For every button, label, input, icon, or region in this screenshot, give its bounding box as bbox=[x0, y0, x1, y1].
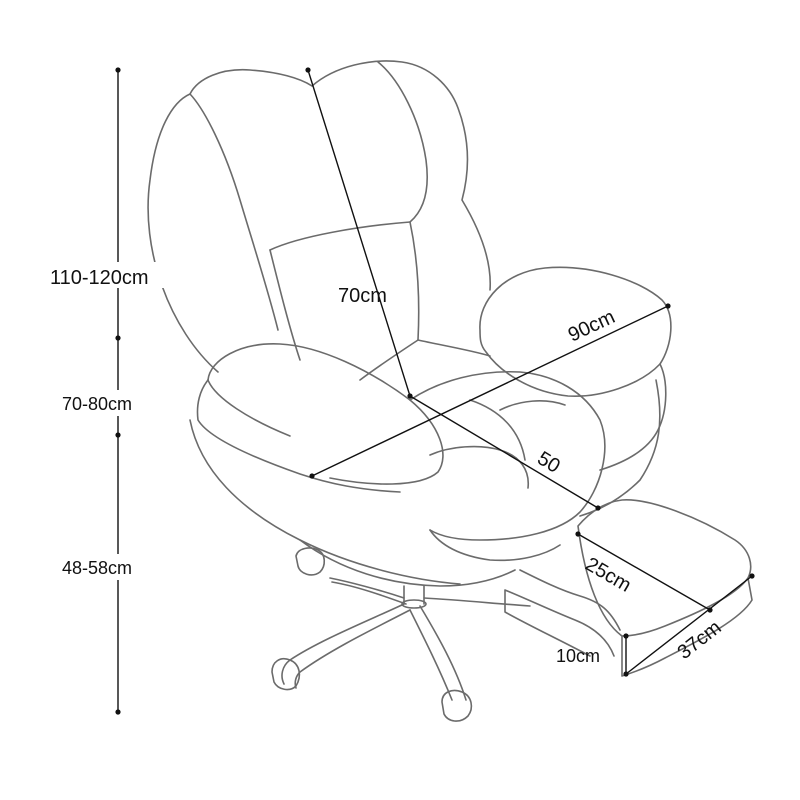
seat-width-line bbox=[311, 305, 669, 477]
footrest-width-label: 37cm bbox=[674, 616, 726, 663]
chair-drawing bbox=[147, 60, 753, 722]
chair-underbody bbox=[299, 539, 516, 587]
cylinder-cap bbox=[401, 599, 427, 609]
backrest-outline bbox=[147, 60, 491, 373]
seat-width-label: 90cm bbox=[565, 306, 619, 347]
backrest-seam-right bbox=[377, 61, 429, 223]
base-leg-front bbox=[409, 605, 467, 701]
armrest-left-edge bbox=[207, 379, 291, 437]
backrest-height-label: 70cm bbox=[338, 285, 387, 307]
footrest-front bbox=[621, 577, 753, 677]
footrest-length-end-dot bbox=[707, 607, 713, 613]
footrest-length-line bbox=[577, 533, 711, 611]
seat-cushion bbox=[409, 370, 606, 541]
total-height-label-bg bbox=[48, 262, 188, 288]
backrest-height-top-dot bbox=[305, 67, 311, 73]
armrest-left-front bbox=[196, 379, 401, 493]
seat-depth-end-dot bbox=[595, 505, 601, 511]
seat-seam-3 bbox=[499, 400, 566, 411]
footrest-length-label: 25cm bbox=[582, 553, 635, 597]
total-height-label: 110-120cm bbox=[50, 267, 149, 289]
footrest-thickness-label: 10cm bbox=[556, 646, 600, 666]
footrest-thickness-top-dot bbox=[623, 633, 629, 639]
footrest-width-line bbox=[625, 575, 753, 675]
base-leg-left bbox=[281, 603, 405, 685]
armrest-height-top-dot bbox=[115, 335, 121, 341]
armrest-height-label: 70-80cm bbox=[62, 394, 132, 414]
seat-depth-line bbox=[409, 395, 599, 509]
seat-front-lip bbox=[429, 529, 561, 562]
seat-seam-2 bbox=[469, 399, 526, 461]
seat-width-right-dot bbox=[665, 303, 671, 309]
backrest-head-panel bbox=[269, 221, 420, 381]
backrest-height-line bbox=[307, 69, 411, 397]
base-leg-left-lower bbox=[294, 609, 411, 689]
caster-left bbox=[271, 657, 301, 691]
seat-depth-label: 50 bbox=[533, 447, 563, 477]
caster-front bbox=[441, 689, 473, 722]
lumbar-right bbox=[417, 339, 491, 357]
seat-height-label-bg bbox=[60, 554, 180, 580]
total-height-top-dot bbox=[115, 67, 121, 73]
footrest-width-end-dot bbox=[749, 573, 755, 579]
backrest-seam-left bbox=[189, 93, 279, 331]
seat-width-left-dot bbox=[309, 473, 315, 479]
footrest-length-start-dot bbox=[575, 531, 581, 537]
total-height-bottom-dot bbox=[115, 709, 121, 715]
armrest-left-top bbox=[207, 343, 444, 485]
base-leg-right bbox=[423, 597, 531, 607]
seat-seam-1 bbox=[429, 445, 529, 489]
armrest-height-label-bg bbox=[60, 390, 180, 416]
armrest-right-front bbox=[599, 363, 667, 471]
base-leg-back-left bbox=[329, 577, 407, 605]
armrest-right-top bbox=[479, 266, 672, 397]
footrest-arm bbox=[504, 569, 621, 657]
footrest-thickness-bottom-dot bbox=[623, 671, 629, 677]
seat-height-label: 48-58cm bbox=[62, 558, 132, 578]
seat-height-top-dot bbox=[115, 432, 121, 438]
caster-back bbox=[295, 547, 326, 576]
lumbar-left bbox=[269, 249, 301, 361]
